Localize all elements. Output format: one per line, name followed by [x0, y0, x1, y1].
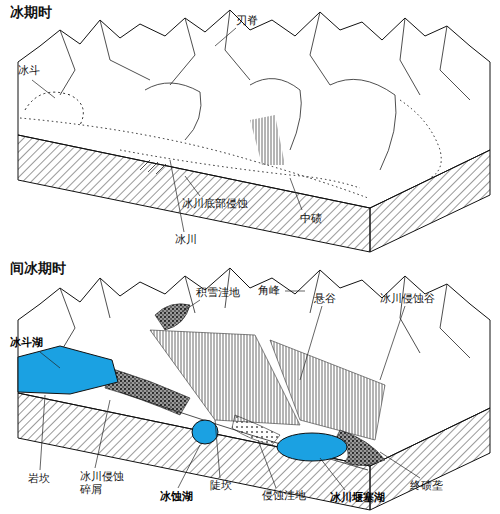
landform-label: 冰川底部侵蚀 [182, 197, 272, 210]
leader-line [40, 352, 60, 368]
landform-label: 冰斗湖 [10, 336, 70, 349]
leader-line [215, 420, 220, 478]
leader-line [215, 28, 236, 46]
glacial-debris [105, 368, 190, 415]
medial-moraine [120, 150, 360, 188]
leader-lines [40, 291, 420, 490]
tributary-glacier [330, 79, 396, 170]
stream [120, 392, 368, 470]
landform-label: 中碛 [300, 212, 340, 225]
leader-line [40, 395, 45, 470]
panel-heading: 冰期时 [10, 4, 90, 20]
leader-line [320, 458, 345, 490]
tributary-glacier [145, 83, 201, 140]
valley-wall [270, 340, 385, 440]
basal-erosion-marks [140, 160, 166, 174]
landform-label: 角峰 [258, 284, 298, 297]
glacier-margin [20, 118, 368, 198]
glacial-block [18, 10, 490, 252]
leader-line [380, 452, 420, 478]
block-side-face [370, 150, 490, 252]
block-side-face [370, 408, 490, 510]
leader-line [178, 445, 200, 488]
dammed-lake [277, 433, 347, 461]
landform-label: 侵蚀洼地 [262, 489, 332, 502]
landform-label: 冰蚀湖 [160, 490, 210, 503]
leader-line [290, 178, 302, 210]
leader-line [300, 306, 322, 380]
leader-line [182, 300, 200, 312]
ridge-lines [60, 10, 470, 100]
erosion-hollow [232, 415, 280, 445]
landform-label: 积雪洼地 [196, 286, 266, 299]
snow-hollow [155, 304, 190, 330]
leader-line [170, 160, 184, 232]
interglacial-block [18, 268, 490, 510]
landform-label: 刃脊 [236, 14, 276, 27]
leader-line [258, 440, 276, 488]
cirque-lake [18, 346, 118, 394]
leader-line [32, 80, 55, 98]
landform-label: 冰川侵蚀 碎屑 [80, 470, 130, 496]
block-front-face [18, 135, 370, 252]
landform-label: 冰川侵蚀谷 [380, 292, 470, 305]
leader-lines [32, 28, 302, 232]
landform-label: 冰川堰塞湖 [330, 491, 410, 504]
landform-label: 冰川 [175, 233, 215, 246]
valley-wall [250, 115, 285, 165]
landform-label: 冰斗 [18, 64, 58, 77]
panel-heading: 间冰期时 [10, 260, 100, 276]
landform-label: 悬谷 [314, 292, 354, 305]
landform-label: 陡坎 [210, 479, 250, 492]
leader-line [380, 306, 405, 380]
lateral-moraine [400, 100, 441, 178]
landform-label: 岩坎 [28, 472, 68, 485]
leader-line [185, 176, 200, 196]
leader-line [95, 400, 110, 468]
ridge-lines [60, 268, 470, 358]
glacial-lake [192, 420, 218, 444]
landform-label: 终碛垄 [410, 479, 470, 492]
leader-line [285, 291, 305, 292]
